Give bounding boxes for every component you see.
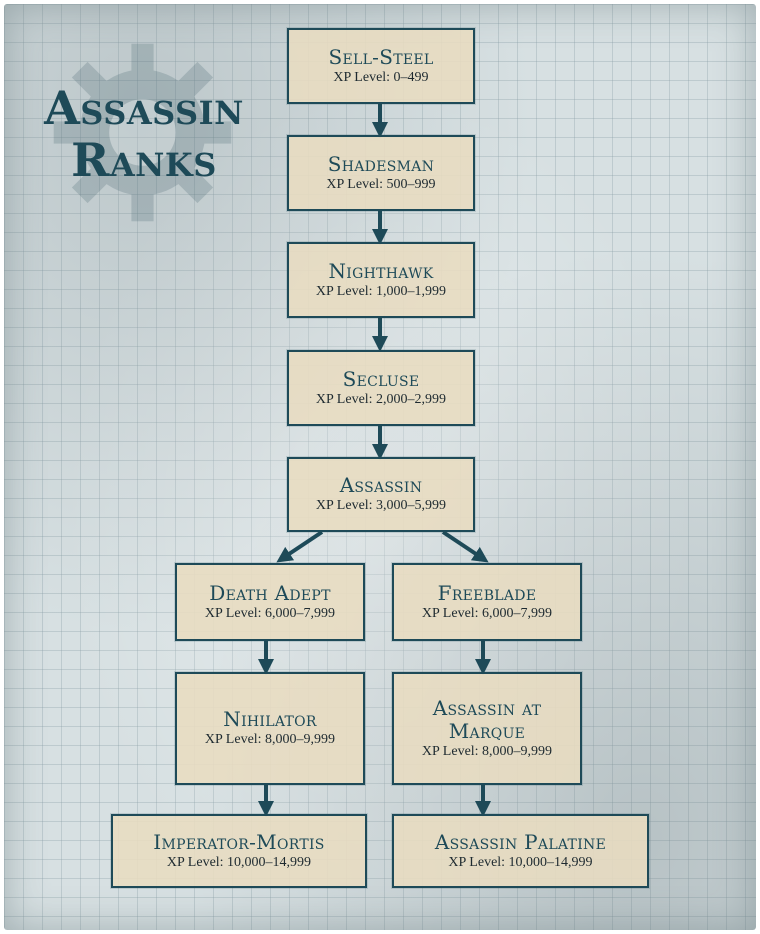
rank-box-imperator-mortis: Imperator-Mortis XP Level: 10,000–14,999 bbox=[111, 814, 367, 888]
rank-box-nighthawk: Nighthawk XP Level: 1,000–1,999 bbox=[287, 242, 475, 318]
rank-name: Assassin bbox=[339, 473, 423, 497]
rank-name: Assassin Palatine bbox=[434, 829, 607, 854]
rank-xp: XP Level: 10,000–14,999 bbox=[166, 854, 312, 870]
rank-box-nihilator: Nihilator XP Level: 8,000–9,999 bbox=[175, 672, 365, 785]
rank-box-secluse: Secluse XP Level: 2,000–2,999 bbox=[287, 350, 475, 426]
rank-box-freeblade: Freeblade XP Level: 6,000–7,999 bbox=[392, 563, 582, 641]
rank-name: Assassin at Marque bbox=[432, 695, 542, 743]
rank-xp: XP Level: 2,000–2,999 bbox=[315, 391, 447, 407]
rank-box-shadesman: Shadesman XP Level: 500–999 bbox=[287, 135, 475, 211]
rank-xp: XP Level: 8,000–9,999 bbox=[421, 743, 553, 759]
title-line-1: Assassin bbox=[44, 81, 244, 135]
rank-name: Shadesman bbox=[327, 151, 435, 176]
rank-name: Nighthawk bbox=[328, 258, 434, 283]
arrow-to-right-branch bbox=[441, 530, 489, 563]
rank-xp: XP Level: 1,000–1,999 bbox=[315, 283, 447, 299]
rank-box-assassin-palatine: Assassin Palatine XP Level: 10,000–14,99… bbox=[392, 814, 649, 888]
arrow-to-left-branch bbox=[276, 530, 324, 563]
rank-xp: XP Level: 10,000–14,999 bbox=[448, 854, 593, 870]
rank-name: Sell-Steel bbox=[328, 44, 434, 69]
rank-xp: XP Level: 3,000–5,999 bbox=[315, 498, 447, 513]
rank-box-death-adept: Death Adept XP Level: 6,000–7,999 bbox=[175, 563, 365, 641]
rank-xp: XP Level: 8,000–9,999 bbox=[204, 732, 336, 747]
rank-box-assassin: Assassin XP Level: 3,000–5,999 bbox=[287, 457, 475, 532]
rank-xp: XP Level: 0–499 bbox=[333, 69, 429, 85]
rank-name: Freeblade bbox=[437, 580, 537, 605]
page-title: Assassin Ranks bbox=[44, 82, 244, 186]
rank-xp: XP Level: 6,000–7,999 bbox=[204, 605, 336, 621]
title-line-2: Ranks bbox=[71, 133, 217, 187]
cog-emblem-icon bbox=[53, 43, 232, 222]
rank-name: Imperator-Mortis bbox=[153, 829, 325, 854]
rank-xp: XP Level: 6,000–7,999 bbox=[421, 605, 553, 621]
rank-name: Death Adept bbox=[209, 580, 331, 605]
rank-xp: XP Level: 500–999 bbox=[326, 176, 436, 192]
rank-name: Nihilator bbox=[223, 707, 317, 731]
rank-name: Secluse bbox=[342, 366, 420, 391]
rank-box-assassin-at-marque: Assassin at Marque XP Level: 8,000–9,999 bbox=[392, 672, 582, 785]
rank-box-sell-steel: Sell-Steel XP Level: 0–499 bbox=[287, 28, 475, 104]
